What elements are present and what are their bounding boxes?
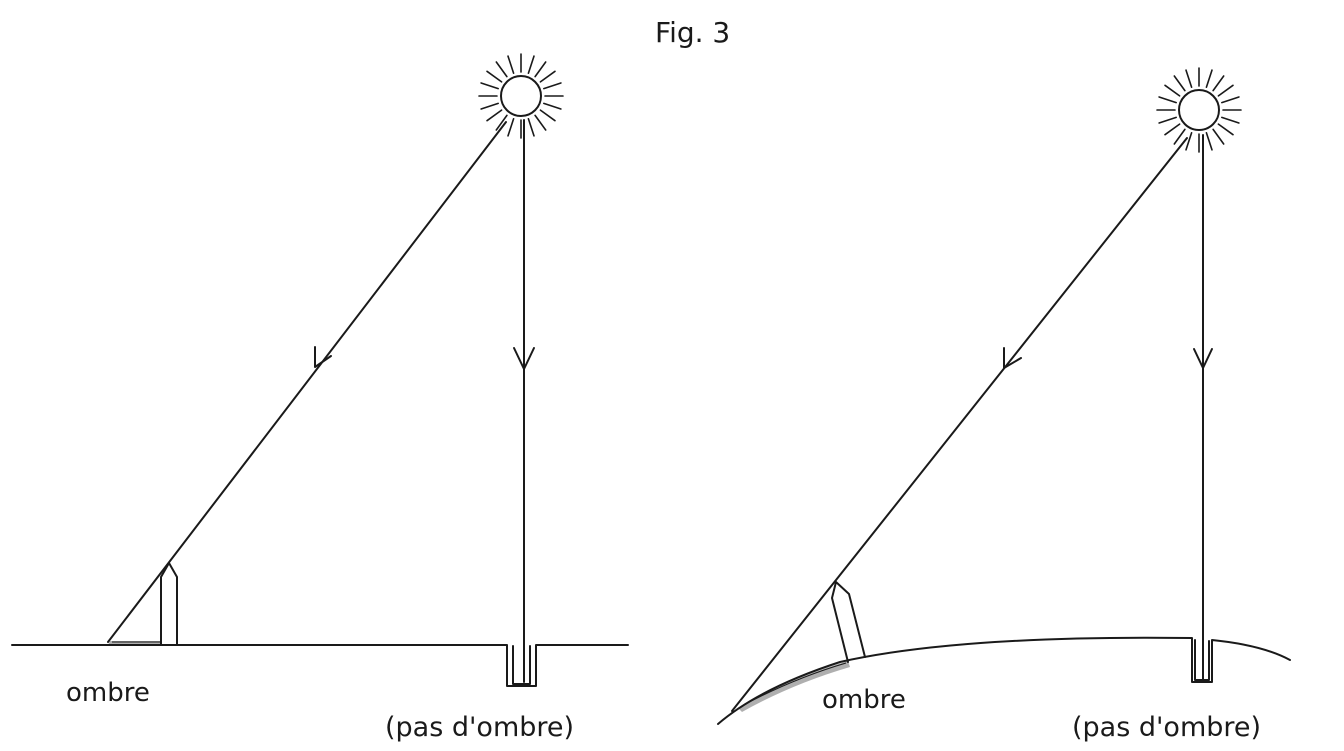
sun-ray <box>1212 75 1225 92</box>
sun-ray <box>1164 84 1181 97</box>
sun-ray <box>539 70 556 83</box>
left-oblique-ray-arrow <box>314 346 332 368</box>
left-vertical-ray-arrow <box>513 347 535 370</box>
sun-ray <box>486 70 503 83</box>
left-sun-icon <box>478 53 564 139</box>
left-well <box>512 645 531 685</box>
sun-ray <box>1205 132 1213 151</box>
right-shadow <box>738 661 850 712</box>
sun-ray <box>486 109 503 122</box>
left-obelisk <box>160 562 178 645</box>
left-shadow-label: ombre <box>66 678 150 708</box>
right-vertical-ray-arrow <box>1193 348 1213 369</box>
left-flat-ground <box>11 644 629 687</box>
sun-ray <box>1173 128 1186 145</box>
sun-ray <box>480 102 500 110</box>
right-oblique-ray-arrow <box>1003 347 1022 369</box>
sun-ray <box>1185 69 1193 88</box>
sun-ray <box>534 61 547 78</box>
sun-ray <box>539 109 556 122</box>
right-obelisk <box>831 581 866 663</box>
sun-ray <box>1221 96 1240 104</box>
sun-ray <box>507 55 515 74</box>
sun-ray <box>1158 96 1177 104</box>
figure-title: Fig. 3 <box>655 16 730 49</box>
sun-ray <box>542 102 562 110</box>
sun-ray <box>527 55 535 74</box>
right-oblique-ray <box>731 137 1188 712</box>
sun-ray <box>1217 123 1234 136</box>
sun-ray <box>527 118 535 137</box>
right-panel: ombre (pas d'ombre) <box>717 67 1291 743</box>
sun-ray <box>480 82 500 90</box>
right-no-shadow-label: (pas d'ombre) <box>1072 712 1261 743</box>
right-curved-ground <box>717 636 1291 725</box>
sun-ray <box>1212 128 1225 145</box>
sun-ray <box>1205 69 1213 88</box>
sun-ray <box>534 114 547 131</box>
right-shadow-label: ombre <box>822 685 906 715</box>
sun-ray <box>495 114 508 131</box>
sun-ray <box>1173 75 1186 92</box>
sun-ray <box>1221 116 1240 124</box>
sun-ray <box>1164 123 1181 136</box>
right-sun-icon <box>1156 67 1242 153</box>
sun-ray <box>542 82 562 90</box>
left-oblique-ray <box>107 121 507 643</box>
sun-ray <box>495 61 508 78</box>
left-shadow <box>108 641 161 645</box>
left-no-shadow-label: (pas d'ombre) <box>385 712 574 743</box>
left-panel: ombre (pas d'ombre) <box>11 53 629 743</box>
sun-ray <box>1158 116 1177 124</box>
sun-ray <box>1185 132 1193 151</box>
sun-ray <box>1217 84 1234 97</box>
sun-ray <box>507 118 515 137</box>
